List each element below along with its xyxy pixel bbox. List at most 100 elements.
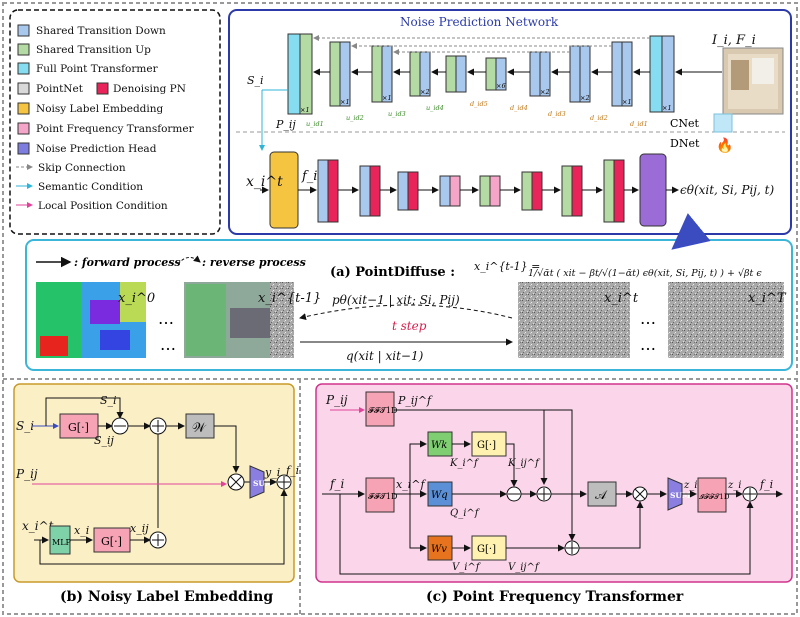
input-label: I_i, F_i [711,33,756,48]
top-row-blocks: ×1 ×1 ×1 ×2 ×6 ×2 ×2 ×1 ×1 [287,33,675,115]
t-step-label: t step [392,319,427,333]
c-ifft: 𝓘𝓕𝓕𝓣1D [699,493,730,501]
c-a: 𝒜 [595,488,608,502]
q-label: q(xit | xit−1) [346,349,424,363]
legend: Shared Transition Down Shared Transition… [9,9,221,235]
legend-skip-connection: Skip Connection [38,162,126,174]
c-fft2: 𝓕𝓕𝓣1D [368,492,397,501]
b-xij: x_ij [130,522,149,535]
did-4: d_id4 [510,104,528,112]
did-3: d_id3 [548,110,566,118]
dnet-label: DNet [670,137,700,150]
mult-2: ×1 [340,98,350,106]
mult-9: ×1 [662,104,672,112]
c-g1: G[·] [477,440,496,451]
c-vif: V_i^f [452,562,482,573]
point-frequency-transformer-panel: P_ij 𝓕𝓕𝓣1D P_ij^f f_i 𝓕𝓕𝓣1D x_i^f Wk K_i… [315,383,793,605]
b-xi: x_i [74,524,89,537]
legend-noise-prediction-head: Noise Prediction Head [36,143,157,155]
uid-2: u_id2 [346,114,364,122]
c-wv: Wv [431,544,447,555]
noise-prediction-network: Noise Prediction Network I_i, F_i [228,9,792,235]
state-xt: x_i^t [604,291,639,306]
legend-local-position-condition: Local Position Condition [38,200,168,212]
state-xtminus1: x_i^{t-1} [258,291,321,306]
c-wq: Wq [431,490,448,501]
equation-lhs: x_i^{t-1} = [474,260,540,273]
state-x0: x_i^0 [118,291,155,306]
bottom-row-blocks [269,151,667,229]
reverse-process-label: : reverse process [202,256,306,269]
legend-denoising-pn: Denoising PN [113,83,186,95]
b-yi: y_i [264,466,280,479]
b-w: 𝒲 [192,421,207,436]
b-g1: G[·] [68,421,89,434]
c-fi-out: f_i [759,478,773,491]
si-label: S_i [247,74,264,87]
process-title: (a) PointDiffuse : [330,265,455,280]
mult-5: ×6 [496,82,506,90]
mult-6: ×2 [540,88,550,96]
c-zi: z_i [727,480,741,491]
pointdiffuse-process: : forward process : reverse process (a) … [25,213,793,371]
pc-t [518,282,630,358]
c-pij: P_ij [325,393,348,407]
c-fi: f_i [329,477,344,491]
b-sum: SUM [253,479,273,488]
dots-1: … [158,309,174,328]
uid-4: u_id4 [426,104,444,112]
c-qif: Q_i^f [450,508,481,519]
fire-icon: 🔥 [716,137,733,154]
legend-shared-transition-down: Shared Transition Down [36,25,166,37]
legend-semantic-condition: Semantic Condition [38,181,143,193]
dots-3: … [640,309,656,328]
legend-point-frequency-transformer: Point Frequency Transformer [36,123,195,135]
noisy-label-embedding-panel: S_i G[·] S_ij S_i 𝒲 P_ij SUM y_i f_i x_i… [13,383,299,605]
panel-c-title: (c) Point Frequency Transformer [426,589,684,605]
b-mlp: MLP [52,538,72,547]
c-kif: K_i^f [449,458,480,469]
mult-7: ×2 [580,94,590,102]
dots-2: … [160,335,176,354]
did-5: d_id5 [470,100,488,108]
uid-1: u_id1 [306,120,324,128]
b-g2: G[·] [101,535,122,548]
dots-4: … [640,335,656,354]
c-fft1: 𝓕𝓕𝓣1D [368,406,397,415]
mult-4: ×2 [420,88,430,96]
pij-label: P_ij [275,118,296,131]
forward-process-label: : forward process [74,256,181,269]
uid-3: u_id3 [388,110,406,118]
did-2: d_id2 [590,114,608,122]
equation-rhs: 1/√ᾱt ( xit − βt/√(1−ᾱt) ϵθ(xit, Si, Pij… [528,268,762,279]
fi-label: f_i [301,169,317,184]
b-xit: x_i^t [22,519,54,533]
network-output: ϵθ(xit, Si, Pij, t) [680,183,774,197]
mult-8: ×1 [622,98,632,106]
b-sij: S_ij [94,434,115,447]
legend-shared-transition-up: Shared Transition Up [36,44,151,56]
c-sum: SUM [670,491,690,500]
c-xif: x_i^f [396,478,426,491]
b-si: S_i [16,419,34,433]
mult-1: ×1 [300,106,310,114]
c-kijf: K_ij^f [507,458,541,469]
c-zif: z_i^f [683,480,712,491]
did-1: d_id1 [630,120,648,128]
legend-full-point-transformer: Full Point Transformer [36,63,159,75]
c-g2: G[·] [477,544,496,555]
b-si-top: S_i [100,394,117,407]
mult-3: ×1 [382,94,392,102]
xit-label: x_i^t [246,174,283,190]
c-vijf: V_ij^f [508,562,541,573]
pc-T [668,282,784,358]
b-pij: P_ij [15,467,38,481]
b-fi: f_i [285,464,299,477]
c-wk: Wk [431,440,447,451]
c-pijf: P_ij^f [397,394,433,407]
network-title: Noise Prediction Network [400,15,559,29]
panel-b-title: (b) Noisy Label Embedding [60,589,273,605]
legend-noisy-label-embedding: Noisy Label Embedding [36,103,164,115]
legend-pointnet: PointNet [36,83,84,95]
